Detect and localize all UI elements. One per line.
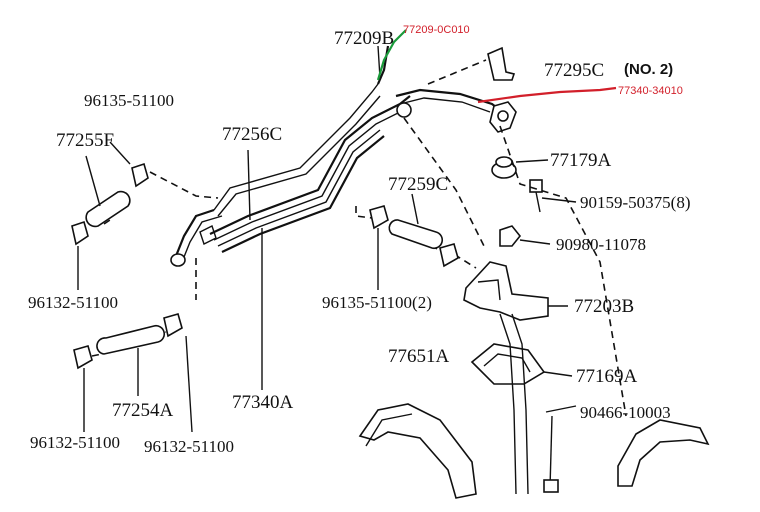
label-96135-mid: 96135-51100(2) bbox=[322, 293, 432, 312]
label-77254a: 77254A bbox=[112, 400, 174, 421]
label-96132-bottom-mid: 96132-51100 bbox=[144, 437, 234, 456]
label-77340a: 77340A bbox=[232, 392, 294, 413]
clip-90466 bbox=[543, 405, 577, 493]
pipe-to-pump bbox=[395, 88, 501, 118]
note-77209-0c010: 77209-0C010 bbox=[403, 24, 470, 36]
bracket-77203b bbox=[463, 261, 568, 321]
label-no2: (NO. 2) bbox=[624, 61, 673, 78]
clip-77295c bbox=[487, 46, 516, 81]
strap-right bbox=[617, 419, 710, 487]
strap-77651a bbox=[358, 403, 477, 499]
label-77169a: 77169A bbox=[576, 366, 638, 387]
green-annotation-line bbox=[376, 29, 407, 81]
hose-77259c bbox=[369, 193, 459, 290]
label-77179a: 77179A bbox=[550, 150, 612, 171]
label-77203b: 77203B bbox=[574, 296, 634, 317]
bolt-90159 bbox=[529, 179, 577, 213]
dashed-guides bbox=[91, 117, 627, 417]
grommet-77179a bbox=[491, 156, 549, 179]
label-96135-top: 96135-51100 bbox=[84, 91, 174, 110]
label-77255f: 77255F bbox=[56, 130, 114, 151]
label-77651a: 77651A bbox=[388, 346, 450, 367]
label-77295c: 77295C bbox=[544, 60, 604, 81]
dashed-leader bbox=[427, 59, 487, 85]
label-90980: 90980-11078 bbox=[556, 235, 646, 254]
label-77256c: 77256C bbox=[222, 124, 282, 145]
pipe-end-left bbox=[170, 208, 223, 267]
label-90466: 90466-10003 bbox=[580, 403, 671, 422]
note-77340-34010: 77340-34010 bbox=[618, 85, 683, 97]
red-annotation-line bbox=[477, 86, 617, 104]
label-77209b: 77209B bbox=[334, 28, 394, 49]
fuel-connector bbox=[489, 101, 517, 133]
label-96132-left: 96132-51100 bbox=[28, 293, 118, 312]
hose-77255f bbox=[71, 141, 149, 290]
leader-77256c bbox=[247, 149, 251, 221]
hose-77254a bbox=[73, 313, 193, 433]
label-77259c: 77259C bbox=[388, 174, 448, 195]
nut-90980 bbox=[499, 225, 551, 247]
label-90159: 90159-50375(8) bbox=[580, 193, 690, 212]
label-96132-bottom-left: 96132-51100 bbox=[30, 433, 120, 452]
bracket-77169a bbox=[470, 313, 573, 495]
